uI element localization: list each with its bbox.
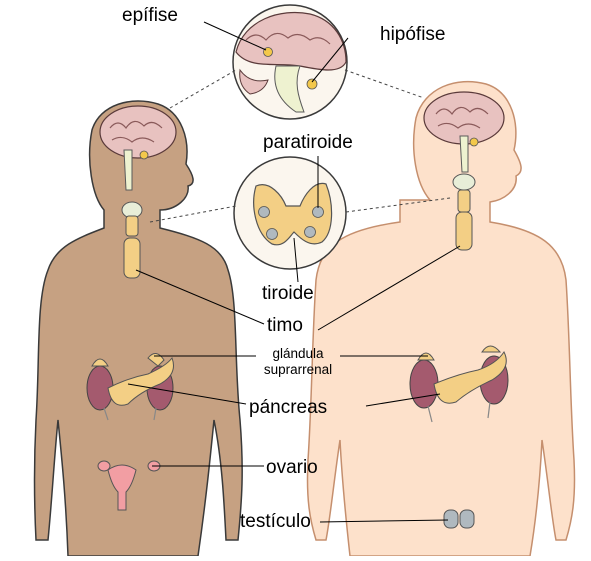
female-ovary-left	[97, 460, 111, 472]
label-glandula-line2: suprarrenal	[263, 361, 333, 377]
parathyroid-4	[304, 226, 316, 238]
pineal-gland	[263, 47, 273, 57]
female-ureter-right	[153, 407, 157, 421]
male-body-silhouette	[306, 80, 576, 557]
connector-brain-male	[344, 69, 425, 99]
leader-timo-female	[135, 269, 265, 325]
male-thymus	[455, 211, 473, 251]
female-trachea	[125, 215, 139, 237]
leader-tiroide	[293, 237, 299, 283]
male-ureter-right	[487, 401, 491, 419]
male-pancreas	[433, 351, 507, 404]
male-trachea	[457, 189, 471, 213]
label-hipofise: hipófise	[380, 24, 446, 45]
label-glandula-line1: glándula	[272, 346, 324, 361]
leader-epifise	[203, 21, 267, 51]
brain-inset-cerebellum	[239, 68, 269, 95]
female-adrenal-right	[147, 353, 165, 367]
parathyroid-2	[312, 206, 324, 218]
pituitary-gland	[306, 78, 318, 90]
male-figure	[306, 80, 576, 557]
label-ovario: ovario	[266, 457, 318, 478]
leader-hipofise	[311, 37, 349, 83]
leader-timo-male	[317, 245, 461, 331]
female-figure	[33, 100, 243, 557]
male-testis-right	[459, 509, 475, 529]
female-adrenal-left	[91, 358, 109, 367]
male-pituitary	[469, 137, 479, 147]
connector-brain-female	[169, 69, 237, 109]
label-timo: timo	[267, 315, 303, 336]
label-paratiroide: paratiroide	[263, 132, 353, 153]
label-testiculo: testículo	[240, 511, 311, 532]
brain-inset	[232, 4, 348, 120]
female-brain	[99, 105, 177, 159]
female-ureter-left	[103, 407, 109, 421]
parathyroid-3	[266, 228, 278, 240]
male-thyroid	[452, 173, 476, 191]
brain-inset-cortex	[235, 11, 347, 71]
leader-pancreas-female	[127, 383, 247, 405]
female-pancreas	[107, 356, 174, 406]
leader-lines	[127, 21, 461, 523]
leader-pancreas-male	[365, 393, 441, 407]
brain-inset-stem	[274, 65, 305, 113]
male-testis-left	[443, 509, 459, 529]
thyroid-inset	[233, 156, 347, 270]
inset-connectors	[149, 69, 451, 223]
female-thymus	[123, 237, 141, 279]
label-tiroide: tiroide	[262, 283, 314, 304]
connector-thyroid-female	[149, 205, 237, 223]
male-adrenal-right	[481, 345, 502, 353]
female-body-silhouette	[33, 100, 243, 557]
label-glandula-suprarrenal: glándula suprarrenal	[252, 346, 344, 377]
brain-inset-folds	[245, 32, 331, 45]
label-epifise: epífise	[122, 5, 178, 26]
female-pituitary	[139, 150, 149, 160]
leader-testiculo	[319, 519, 449, 523]
male-ureter-left	[427, 405, 433, 423]
male-brainstem	[459, 135, 469, 173]
parathyroid-1	[258, 206, 270, 218]
female-brain-folds	[109, 120, 163, 143]
label-pancreas: páncreas	[249, 397, 328, 418]
female-brainstem	[123, 149, 133, 191]
male-brain-folds	[435, 106, 489, 129]
female-uterus	[107, 464, 137, 511]
